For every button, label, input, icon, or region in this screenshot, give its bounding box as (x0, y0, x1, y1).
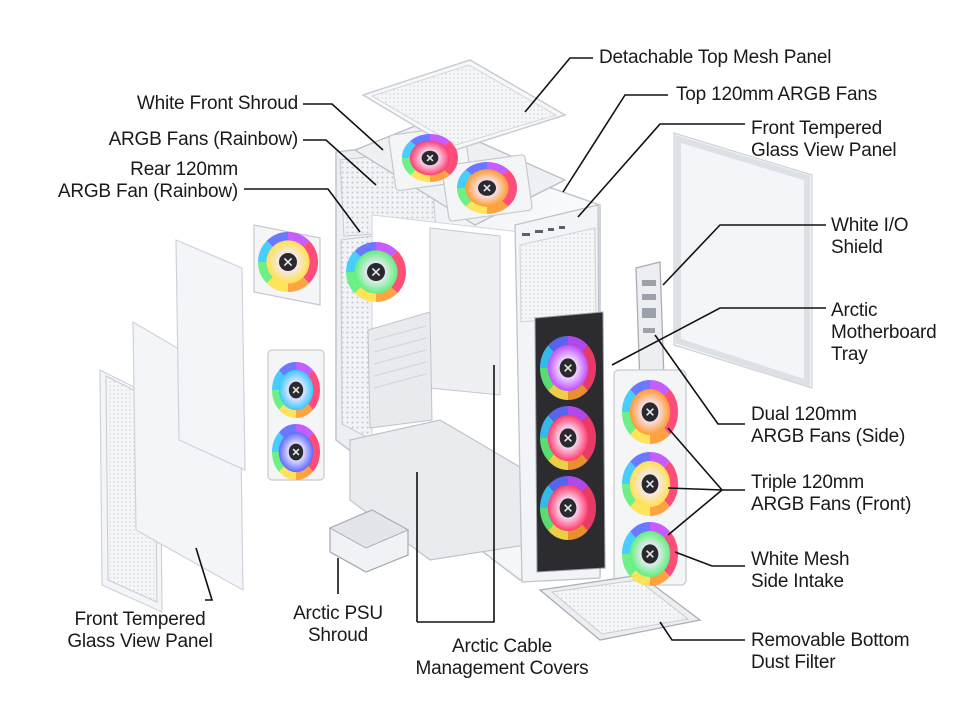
drive-cage-slots (373, 325, 427, 389)
leader-io-shield (662, 224, 826, 286)
leader-rear-fan (244, 188, 361, 233)
psu-top (328, 509, 410, 549)
label-line: White Mesh (751, 549, 850, 570)
leader-front-glass-left (195, 547, 214, 601)
fan-hub-mark (646, 480, 654, 488)
label-line: Motherboard (831, 322, 937, 343)
argb-fan-icon (457, 162, 517, 214)
fan-hub-mark (564, 434, 572, 442)
label-line: Triple 120mm (751, 472, 865, 493)
label-line: Removable Bottom (751, 630, 910, 651)
label-line: ARGB Fan (Rainbow) (57, 181, 238, 202)
leader-mb-tray (611, 307, 826, 366)
argb-fan-icon (622, 379, 678, 444)
leader-side-intake (674, 551, 745, 567)
leader-top-mesh (524, 57, 593, 113)
label-top-fans: Top 120mm ARGB Fans (676, 84, 877, 106)
label-line: Shield (831, 237, 883, 258)
label-line: ARGB Fans (Rainbow) (108, 129, 299, 150)
argb-fan-icon (272, 362, 320, 418)
fan-hub-mark (283, 257, 293, 267)
top-mesh-panel-mesh (370, 64, 558, 146)
label-line: Management Covers (415, 658, 589, 679)
argb-fan-icon (540, 336, 596, 400)
label-line: Tray (831, 344, 868, 365)
argb-fan-icon (622, 451, 678, 516)
label-line: Shroud (307, 625, 369, 646)
leader-dust-filter (659, 621, 745, 641)
argb-fan-icon (272, 424, 320, 480)
label-line: Rear 120mm (130, 159, 238, 180)
label-front-shroud: White Front Shroud (100, 93, 298, 115)
label-line: Glass View Panel (67, 631, 213, 652)
front-upper-mesh (519, 227, 597, 323)
label-top-mesh-panel: Detachable Top Mesh Panel (599, 47, 832, 69)
leader-top-fans (562, 94, 668, 193)
fan-hub-mark (646, 408, 654, 416)
label-line: Detachable Top Mesh Panel (599, 47, 832, 68)
io-shield-cutouts (642, 280, 656, 333)
argb-fan-icon (540, 406, 596, 470)
argb-fan-icon (622, 522, 678, 586)
label-line: Front Tempered (751, 118, 882, 139)
bottom-dust-filter-mesh (550, 579, 690, 635)
argb-fan-icon (540, 476, 596, 540)
label-line: Top 120mm ARGB Fans (676, 84, 878, 105)
front-glass-frame (675, 134, 810, 388)
label-line: Glass View Panel (751, 140, 897, 161)
label-line: Dust Filter (751, 652, 836, 673)
drive-cage (367, 311, 433, 429)
fan-hub-mark (292, 448, 300, 456)
motherboard-tray-inner (429, 227, 501, 396)
label-line: White I/O (831, 215, 909, 236)
fan-hub-mark (426, 154, 434, 162)
label-line: Arctic Cable (451, 636, 553, 657)
leader-lines (195, 57, 826, 641)
fan-hub-mark (564, 504, 572, 512)
leader-front-fans-c (667, 489, 723, 536)
label-line: Side Intake (751, 571, 844, 592)
leader-cable-covers-a (417, 365, 495, 623)
label-line: Dual 120mm (751, 404, 857, 425)
leader-argb-rainbow (303, 139, 377, 186)
label-argb-rainbow: ARGB Fans (Rainbow) (90, 129, 299, 151)
fan-hub-mark (371, 267, 381, 277)
label-line: ARGB Fans (Front) (751, 494, 912, 515)
leader-front-glass-right (577, 123, 745, 218)
side-panel-back (175, 239, 246, 471)
leader-front-fans-b (667, 487, 723, 491)
label-line: Arctic (831, 300, 878, 321)
argb-fan-icon (402, 134, 458, 182)
fan-hub-mark (646, 550, 654, 558)
leader-side-fans (654, 334, 745, 425)
fan-hub-mark (483, 184, 491, 192)
label-line: White Front Shroud (136, 93, 298, 114)
label-line: Arctic PSU (293, 603, 383, 624)
fan-hub-mark (292, 386, 300, 394)
label-line: Front Tempered (74, 609, 206, 630)
fan-hub-mark (564, 364, 572, 372)
label-line: ARGB Fans (Side) (751, 426, 906, 447)
argb-fan-icon (258, 232, 318, 292)
front-io-ports (522, 226, 565, 236)
leader-front-shroud (303, 103, 384, 151)
argb-fan-icon (346, 242, 406, 302)
argb-fans-group (258, 134, 678, 586)
